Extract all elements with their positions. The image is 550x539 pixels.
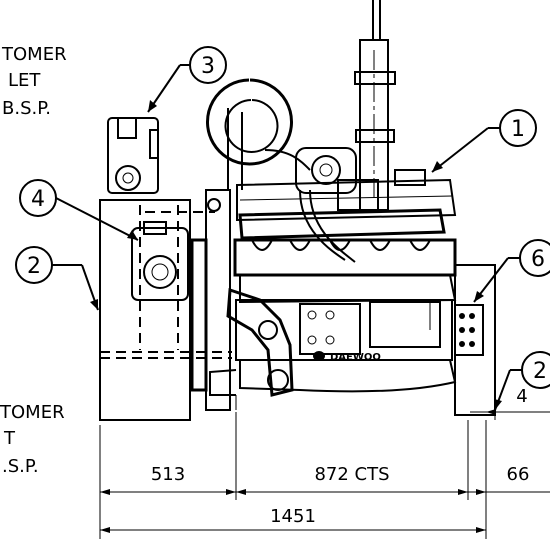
turbocharger bbox=[295, 147, 379, 211]
dimension-lines bbox=[99, 409, 550, 539]
customer-outlet-top-label: TOMER LET B.S.P. bbox=[1, 44, 67, 119]
balloon-4: 4 bbox=[19, 179, 139, 241]
outlet-bottom-line-1: TOMER bbox=[0, 402, 65, 423]
outlet-top-line-3: B.S.P. bbox=[2, 98, 51, 119]
dim-513: 513 bbox=[151, 464, 185, 485]
customer-outlet-bottom-label: TOMER T .S.P. bbox=[0, 402, 65, 477]
dim-1451: 1451 bbox=[270, 506, 316, 527]
balloon-2-right-text: 2 bbox=[533, 359, 547, 384]
outlet-top-line-2: LET bbox=[8, 70, 41, 91]
balloon-1: 1 bbox=[431, 109, 537, 173]
engine-block bbox=[209, 238, 457, 410]
air-intake-elbow bbox=[206, 78, 311, 190]
component-3-air-filter bbox=[107, 117, 159, 194]
balloon-2-left-text: 2 bbox=[27, 254, 41, 279]
balloon-3-text: 3 bbox=[201, 54, 215, 79]
balloon-1-text: 1 bbox=[511, 117, 525, 142]
outlet-top-line-1: TOMER bbox=[1, 44, 67, 65]
dim-872-cts: 872 CTS bbox=[314, 464, 389, 485]
dimension-texts: 513 872 CTS 66 4 1451 bbox=[151, 386, 530, 527]
dim-66: 66 bbox=[507, 464, 530, 485]
balloon-6-text: 6 bbox=[531, 247, 545, 272]
oil-filter-assembly bbox=[226, 287, 294, 397]
outlet-bottom-line-2: T bbox=[3, 428, 16, 449]
balloon-4-text: 4 bbox=[31, 187, 45, 212]
component-6-bracket bbox=[429, 264, 496, 416]
dim-4: 4 bbox=[516, 386, 527, 407]
radiator-housing bbox=[99, 199, 232, 421]
flywheel-housing bbox=[190, 189, 231, 411]
balloon-2-left: 2 bbox=[15, 246, 99, 311]
balloon-6: 6 bbox=[473, 239, 550, 303]
balloon-2-right: 2 bbox=[494, 351, 550, 411]
outlet-bottom-line-3: .S.P. bbox=[2, 456, 39, 477]
rocker-cover bbox=[236, 169, 457, 222]
balloon-3: 3 bbox=[147, 46, 227, 113]
brand-text: DAEWOO bbox=[330, 352, 381, 363]
exhaust-manifold bbox=[238, 189, 446, 263]
component-4-pump bbox=[131, 221, 189, 301]
exhaust-stack bbox=[354, 0, 396, 211]
brand-badge: DAEWOO bbox=[313, 351, 381, 363]
